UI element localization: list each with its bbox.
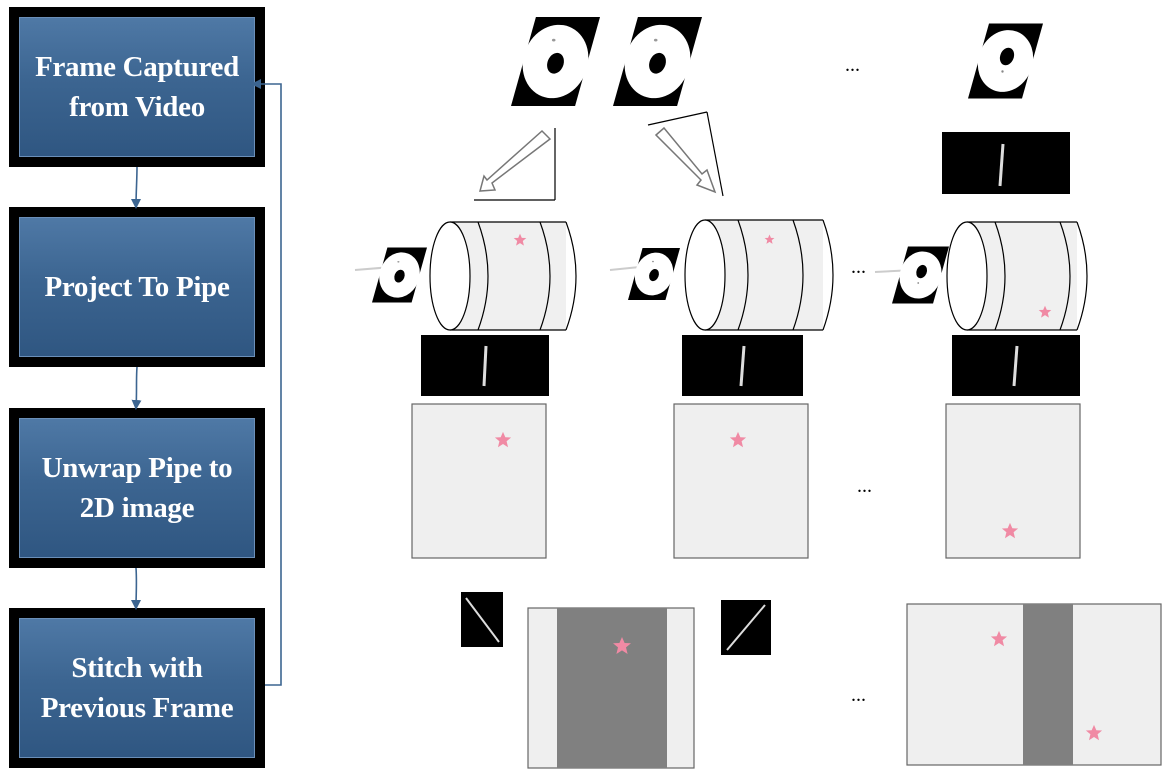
- arrow-loop-back: [251, 79, 282, 686]
- ellipsis-unwrapped: ...: [857, 475, 872, 497]
- unwrapped-strip-icon: [952, 335, 1080, 396]
- direction-arrow-icon: [647, 111, 724, 197]
- pipe-cylinder-icon: [874, 221, 1088, 331]
- step-frame-captured: Frame Captured from Video: [9, 7, 265, 167]
- step-stitch-line1: Stitch with: [71, 652, 203, 684]
- step-project-to-pipe: Project To Pipe: [9, 207, 265, 367]
- step-unwrap-pipe-label: Unwrap Pipe to 2D image: [42, 448, 233, 528]
- arrow-step1-to-step2: [131, 166, 142, 209]
- unwrapped-images-row: [411, 403, 1081, 559]
- unwrapped-image-panel: [673, 403, 809, 559]
- stitched-panel: [527, 607, 695, 769]
- flow-arrows: [131, 79, 282, 686]
- unwrapped-image-panel: [945, 403, 1081, 559]
- step-stitch-line2: Previous Frame: [40, 692, 234, 724]
- step-frame-captured-line2: from Video: [69, 91, 205, 123]
- step-stitch-label: Stitch with Previous Frame: [41, 648, 234, 728]
- video-frame-icon: [613, 17, 702, 106]
- step-frame-captured-fill: Frame Captured from Video: [19, 17, 255, 157]
- step-frame-captured-line1: Frame Captured: [35, 51, 239, 83]
- step-unwrap-pipe-line1: Unwrap Pipe to: [41, 452, 233, 484]
- ellipsis-frames: ...: [845, 54, 860, 76]
- stitching-row: [461, 592, 1162, 769]
- step-unwrap-pipe-fill: Unwrap Pipe to 2D image: [19, 418, 255, 558]
- pipe-cylinder-icon: [609, 219, 834, 331]
- pipe-projection-row: [354, 219, 1088, 331]
- step-unwrap-pipe: Unwrap Pipe to 2D image: [9, 408, 265, 568]
- step-stitch-fill: Stitch with Previous Frame: [19, 618, 255, 758]
- unwrapped-strip-icon: [421, 335, 549, 396]
- unwrapped-strip-icon: [682, 335, 803, 396]
- step-project-to-pipe-label: Project To Pipe: [44, 267, 229, 307]
- step-unwrap-pipe-line2: 2D image: [79, 492, 195, 524]
- unwrapped-image-panel: [411, 403, 547, 559]
- step-project-to-pipe-line1: Project To Pipe: [44, 271, 230, 303]
- unwrapped-strip-icon: [942, 132, 1070, 194]
- offset-line-icon: [721, 600, 771, 655]
- pipe-cylinder-icon: [354, 221, 577, 331]
- step-frame-captured-label: Frame Captured from Video: [35, 47, 239, 127]
- captured-frames-row: [511, 17, 1043, 106]
- step-stitch: Stitch with Previous Frame: [9, 608, 265, 768]
- offset-line-icon: [461, 592, 503, 647]
- pipe-strips-row: [421, 335, 1080, 396]
- step-project-to-pipe-fill: Project To Pipe: [19, 217, 255, 357]
- arrow-step2-to-step3: [131, 366, 142, 410]
- ellipsis-pipes: ...: [851, 256, 866, 278]
- video-frame-icon: [511, 17, 600, 106]
- ellipsis-stitched: ...: [851, 684, 866, 706]
- direction-row: [474, 111, 1070, 201]
- direction-arrow-icon: [474, 128, 556, 201]
- video-frame-icon: [968, 21, 1043, 101]
- stitched-panel: [906, 603, 1162, 766]
